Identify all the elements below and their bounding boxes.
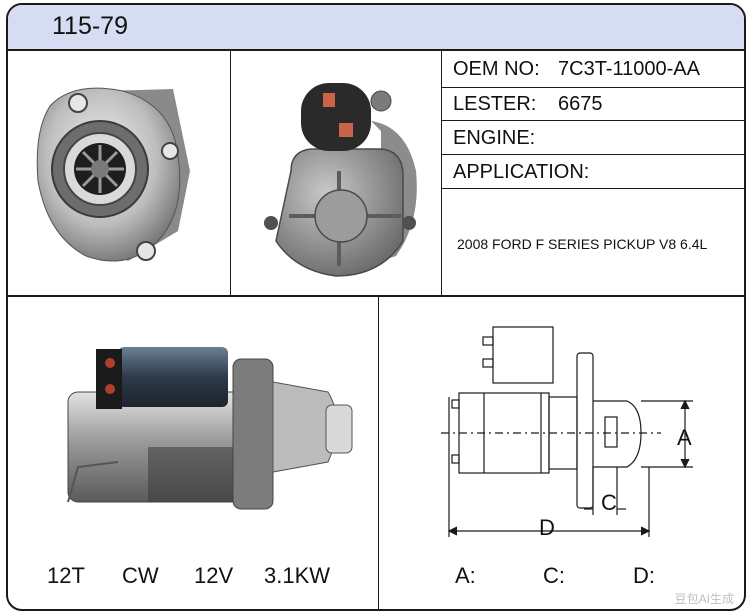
divider xyxy=(441,120,744,121)
starter-rear-view-image xyxy=(231,51,441,295)
dimension-drawing: A C D xyxy=(379,297,744,557)
dimension-a-label: A xyxy=(677,425,692,450)
dimension-a-field: A: xyxy=(455,563,476,588)
divider xyxy=(441,87,744,88)
oem-label: OEM NO: xyxy=(453,58,540,80)
dimension-d-field: D: xyxy=(633,563,655,588)
starter-side-view-image xyxy=(8,297,378,537)
divider xyxy=(441,49,442,295)
lester-value: 6675 xyxy=(558,93,603,115)
application-value: 2008 FORD F SERIES PICKUP V8 6.4L xyxy=(457,236,708,252)
divider xyxy=(230,49,231,295)
divider xyxy=(8,295,744,297)
divider xyxy=(441,154,744,155)
watermark-text: 豆包AI生成 xyxy=(674,592,734,606)
divider xyxy=(378,295,379,609)
dimension-d-label: D xyxy=(539,515,555,540)
rotation: CW xyxy=(122,563,159,588)
dimension-c-label: C xyxy=(601,490,617,515)
voltage: 12V xyxy=(194,563,234,588)
header-bar: 115-79 xyxy=(8,5,744,51)
starter-front-view-image xyxy=(8,51,230,295)
engine-label: ENGINE: xyxy=(453,127,536,149)
divider xyxy=(441,188,744,189)
oem-value: 7C3T-11000-AA xyxy=(558,58,700,80)
power: 3.1KW xyxy=(264,563,331,588)
part-number: 115-79 xyxy=(52,12,128,40)
lester-label: LESTER: xyxy=(453,93,537,115)
dimension-c-field: C: xyxy=(543,563,565,588)
application-label: APPLICATION: xyxy=(453,161,590,183)
spec-sheet: 115-79 xyxy=(6,3,746,611)
teeth-count: 12T xyxy=(47,563,85,588)
